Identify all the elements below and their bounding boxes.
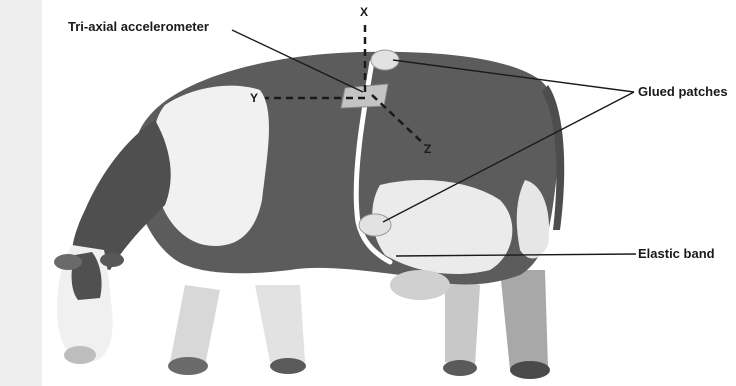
y-axis-label: Y [250,91,258,105]
cow-hind-leg-right [500,270,548,370]
cow-muzzle [64,346,96,364]
cow-ear [54,254,82,270]
cow-illustration [54,52,564,379]
cow-ear [100,253,124,267]
glued-patches-label: Glued patches [638,84,728,99]
cow-hoof [443,360,477,376]
glued-patch-bottom [359,214,391,236]
cow-hoof [270,358,306,374]
accelerometer-label: Tri-axial accelerometer [68,19,209,34]
cow-udder [390,270,450,300]
cow-front-leg-right [255,285,305,362]
margin-strip [0,0,42,386]
cow-hind-leg-left [445,275,480,366]
cow-hoof [510,361,550,379]
elastic-band-label: Elastic band [638,246,715,261]
z-axis-label: Z [424,142,431,156]
x-axis-label: X [360,5,368,19]
cow-hoof [168,357,208,375]
cow-front-leg-left [170,285,220,366]
